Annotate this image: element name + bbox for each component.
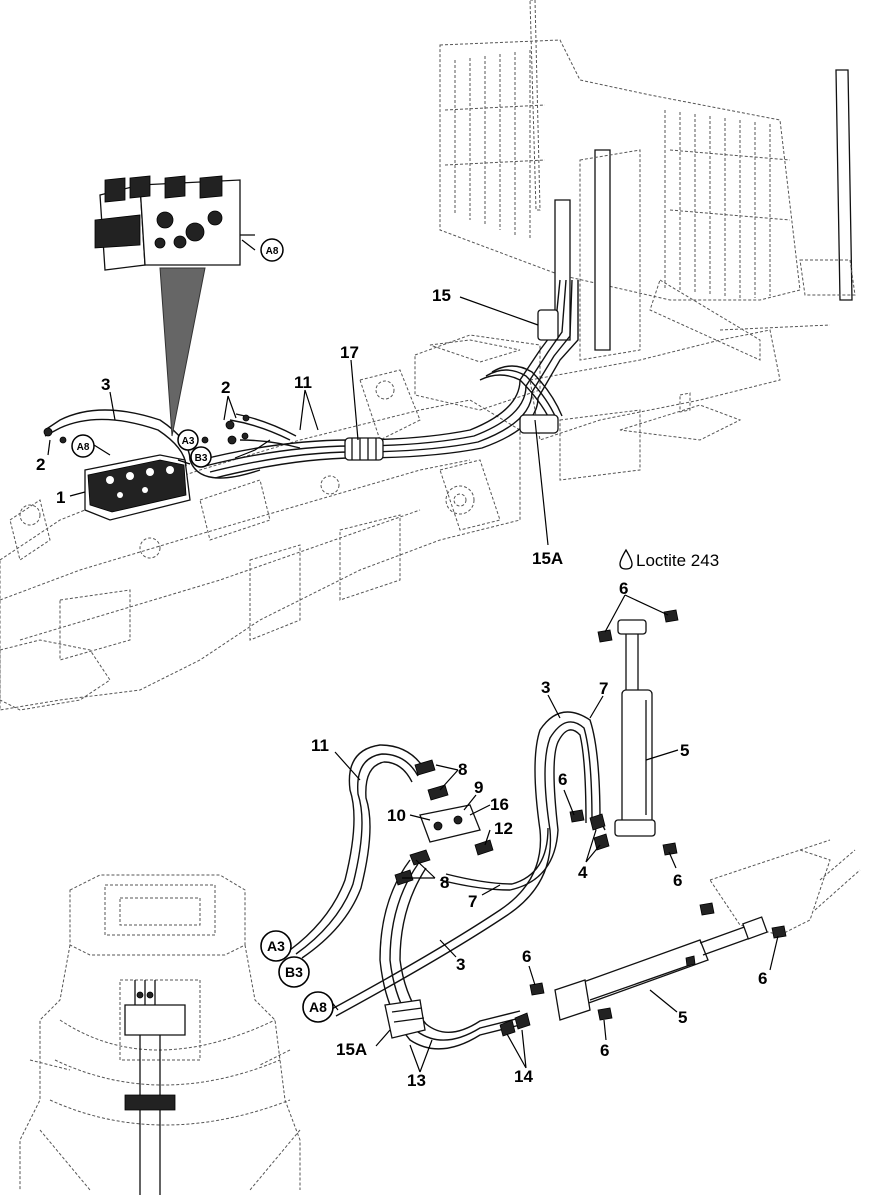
leader-lines: [47, 239, 779, 1073]
connector-a8-top: A8: [266, 246, 279, 257]
machine-frame-illustration: [0, 0, 856, 711]
connector-a8-top-circle: [260, 238, 284, 262]
callout-1: 1: [56, 488, 65, 507]
callout-5-lower: 5: [678, 1008, 687, 1027]
connector-a3-detail-circle: [260, 930, 292, 962]
callout-3-detail: 3: [541, 678, 550, 697]
callout-6-far-right: 6: [758, 969, 767, 988]
callout-7-bottom: 7: [468, 892, 477, 911]
callout-12: 12: [494, 819, 513, 838]
connector-b3-detail: B3: [285, 964, 303, 980]
connector-a8-detail: A8: [309, 999, 327, 1015]
callout-6-mid: 6: [558, 770, 567, 789]
valve-inset-illustration: [94, 175, 255, 437]
turntable-inset-illustration: [19, 874, 301, 1195]
connector-a3-detail: A3: [267, 938, 285, 954]
hose-detail-illustration: [289, 609, 861, 1050]
loctite-note: Loctite 243: [619, 548, 719, 570]
loctite-text: Loctite 243: [636, 551, 719, 570]
connector-markers: A8 A8 A3 B3 A3 B3 A8: [71, 238, 334, 1023]
connector-a8-detail-circle: [302, 991, 334, 1023]
callout-17: 17: [340, 343, 359, 362]
callout-8-bottom: 8: [440, 873, 449, 892]
callout-10: 10: [387, 806, 406, 825]
blade-grille-lines: [444, 50, 791, 298]
connector-b3-detail-circle: [278, 956, 310, 988]
callout-4: 4: [578, 863, 588, 882]
connector-a3-frame: A3: [182, 436, 195, 447]
callout-15: 15: [432, 286, 451, 305]
callout-13: 13: [407, 1071, 426, 1090]
callout-2-left: 2: [36, 455, 45, 474]
callout-8-top: 8: [458, 760, 467, 779]
callout-3-bottom: 3: [456, 955, 465, 974]
callout-7-top: 7: [599, 679, 608, 698]
callout-5-upper: 5: [680, 741, 689, 760]
callout-2-top: 2: [221, 378, 230, 397]
callout-16: 16: [490, 795, 509, 814]
callout-6-bottom: 6: [600, 1041, 609, 1060]
callout-15a-frame: 15A: [532, 549, 563, 568]
connector-b3-frame-circle: [190, 446, 212, 468]
connector-a8-frame-circle: [71, 434, 95, 458]
callout-numbers: 1 2 2 3 11 17 15 15A 6 3 7 5 11 8 9 16 1…: [36, 286, 767, 1090]
callout-6-lower-top: 6: [522, 947, 531, 966]
drop-icon: [619, 548, 633, 570]
callout-11-detail: 11: [311, 736, 329, 755]
frame-hoses: [43, 279, 579, 479]
connector-a3-frame-circle: [177, 429, 199, 451]
callout-6-top: 6: [619, 579, 628, 598]
callout-11-frame: 11: [294, 373, 312, 392]
callout-9: 9: [474, 778, 483, 797]
callout-15a-detail: 15A: [336, 1040, 367, 1059]
control-valve-frame: [84, 454, 191, 521]
callout-6-right: 6: [673, 871, 682, 890]
connector-a8-frame: A8: [77, 442, 90, 453]
callout-14: 14: [514, 1067, 533, 1086]
connector-b3-frame: B3: [195, 453, 208, 464]
callout-3-frame: 3: [101, 375, 110, 394]
